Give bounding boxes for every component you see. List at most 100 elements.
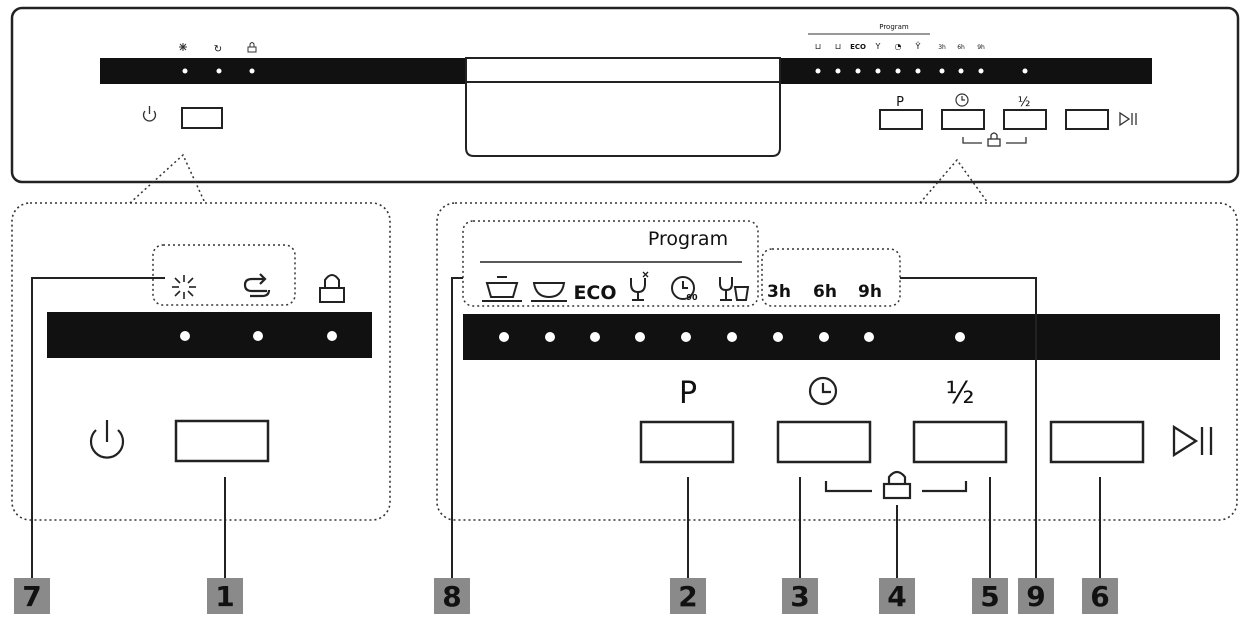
overview-rinse-aid-icon: ↻ <box>214 44 222 55</box>
right-zoom-frame <box>436 202 1238 521</box>
zoom-connectors <box>129 153 989 204</box>
left-zoom-frame <box>11 202 391 521</box>
overview-mixed-icon: Ÿ <box>915 41 921 51</box>
overview-time-6h: 6h <box>957 44 965 51</box>
led-6h <box>819 332 829 342</box>
overview-led-rinse <box>216 68 222 74</box>
overview-clock-icon <box>955 93 969 107</box>
overview-eco-label: ECO <box>850 43 866 51</box>
overview-time-3h: 3h <box>938 44 946 51</box>
glass-icon <box>630 271 649 301</box>
svg-text:2: 2 <box>678 580 697 613</box>
program-label: Program <box>648 228 728 250</box>
callout-5: 5 <box>972 578 1008 614</box>
program-button[interactable] <box>639 420 735 464</box>
half-load-button[interactable] <box>912 420 1008 464</box>
intensive-pot-icon <box>482 276 522 302</box>
overview-program-button[interactable] <box>879 109 923 130</box>
door-handle-top <box>465 57 781 83</box>
mixed-glass-cup-icon <box>719 277 750 301</box>
svg-text:9: 9 <box>1026 580 1045 613</box>
led-half-load <box>955 332 965 342</box>
overview-time-9h: 9h <box>977 44 985 51</box>
delay-time-group-outline <box>761 248 901 307</box>
overview-lock-icon <box>247 42 257 53</box>
overview-quick-icon: ◔ <box>895 42 902 51</box>
time-3h: 3h <box>767 282 791 302</box>
led-mixed <box>727 332 737 342</box>
callout-2: 2 <box>670 578 706 614</box>
svg-text:3: 3 <box>790 580 809 613</box>
overview-delay-button[interactable] <box>941 109 985 130</box>
led-9h <box>864 332 874 342</box>
child-lock-icon <box>319 274 345 303</box>
led-intensive <box>499 332 509 342</box>
child-lock-bracket <box>824 470 968 500</box>
overview-led-lock <box>249 68 255 74</box>
rinse-aid-icon <box>243 273 271 298</box>
overview-half-load-button[interactable] <box>1003 109 1047 130</box>
overview-led-salt <box>182 68 188 74</box>
callout-boxes: 7 1 8 2 3 4 5 9 <box>14 578 1118 614</box>
overview-program-leds <box>815 68 1028 74</box>
normal-bowl-icon <box>531 282 567 302</box>
callout-6: 6 <box>1082 578 1118 614</box>
led-3h <box>773 332 783 342</box>
callout-7: 7 <box>14 578 50 614</box>
callout-4: 4 <box>879 578 915 614</box>
svg-text:4: 4 <box>887 580 906 613</box>
left-zoom-panel <box>11 202 391 521</box>
overview-half-label: ½ <box>1018 95 1031 110</box>
power-button[interactable] <box>174 419 270 463</box>
power-icon <box>89 420 125 459</box>
time-6h: 6h <box>813 282 837 302</box>
overview-p-label: P <box>896 95 904 110</box>
svg-text:7: 7 <box>22 580 41 613</box>
program-button-label: P <box>679 376 697 411</box>
overview-power-button[interactable] <box>181 107 223 129</box>
rinse-aid-led <box>253 331 263 341</box>
callout-1: 1 <box>207 578 243 614</box>
play-pause-icon <box>1172 424 1213 458</box>
callout-8: 8 <box>434 578 470 614</box>
callout-9: 9 <box>1018 578 1054 614</box>
half-load-label: ½ <box>945 376 974 411</box>
delay-start-button[interactable] <box>776 420 872 464</box>
overview-sparkle-icon <box>179 43 187 51</box>
overview-bowl-icon: ⊔ <box>835 42 841 51</box>
overview-start-button[interactable] <box>1065 109 1109 130</box>
svg-text:8: 8 <box>442 580 461 613</box>
led-glass <box>635 332 645 342</box>
salt-sparkle-icon <box>172 275 196 299</box>
svg-text:6: 6 <box>1090 580 1109 613</box>
overview-lock-bracket <box>962 132 1027 147</box>
callout-leaders <box>31 277 1101 578</box>
svg-text:1: 1 <box>215 580 234 613</box>
overview-play-pause-icon <box>1119 111 1137 127</box>
led-normal <box>545 332 555 342</box>
overview-program-label: Program <box>879 23 909 31</box>
indicator-group-outline <box>152 244 296 306</box>
quick-90-mark: 90 <box>686 293 698 302</box>
overview-pot-icon: ⊔ <box>815 42 821 51</box>
time-9h: 9h <box>858 282 882 302</box>
led-quick <box>681 332 691 342</box>
program-leds <box>499 332 965 342</box>
eco-label: ECO <box>573 282 616 304</box>
overview-power-icon <box>142 106 157 122</box>
led-eco <box>590 332 600 342</box>
svg-text:5: 5 <box>980 580 999 613</box>
overview-glass-icon: Y <box>875 42 881 51</box>
child-lock-led <box>327 331 337 341</box>
start-pause-button[interactable] <box>1049 420 1145 464</box>
overview-panel: ↻ Program ⊔ ⊔ ECO Y ◔ Ÿ 3h 6h 9h <box>10 6 1240 184</box>
quick-90-icon <box>671 276 695 300</box>
callout-3: 3 <box>782 578 818 614</box>
clock-icon <box>808 376 838 406</box>
salt-led <box>180 331 190 341</box>
right-display-strip <box>463 314 1220 360</box>
left-display-strip <box>47 312 372 358</box>
overview-program-icons: ⊔ ⊔ ECO Y ◔ Ÿ 3h 6h 9h <box>815 41 985 51</box>
right-zoom-panel: Program ECO 90 3h 6h 9h <box>436 202 1238 521</box>
